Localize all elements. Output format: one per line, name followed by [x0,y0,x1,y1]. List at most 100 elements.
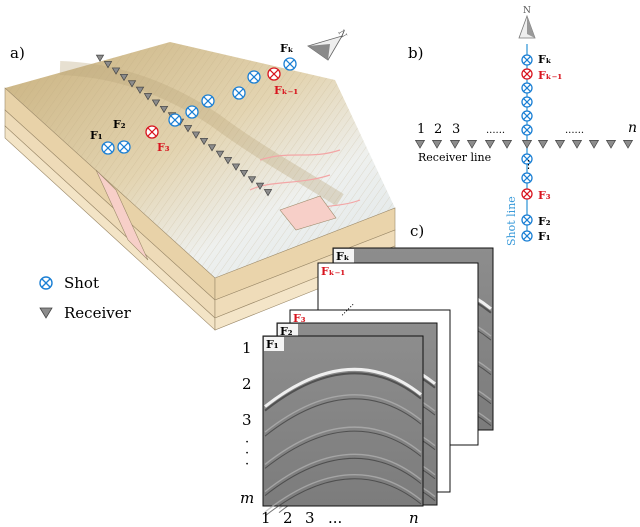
receiver-marker [191,131,201,139]
terrain-ridge [59,61,344,206]
shot-b-label-f1: F₁ [538,230,551,243]
receiver-marker [199,137,209,146]
receiver-marker [263,189,273,197]
shot-label-f3: F₃ [157,141,170,154]
north-label-a: N [335,29,348,41]
legend-receiver-icon [39,307,53,319]
legend-receiver-label: Receiver [64,304,132,322]
seismic-frame-label: Fₖ₋₁ [321,265,345,278]
receiver-marker [255,182,265,190]
shot-label-fk1: Fₖ₋₁ [274,84,298,97]
receiver-marker [605,140,617,149]
row-label-dot-2: · [245,446,249,461]
receiver-marker [554,140,566,149]
shot-line-label: Shot line [505,196,518,246]
panel-a-block: N [4,29,396,331]
panel-c-label: c) [410,222,424,240]
receiver-dots-right: ...... [565,125,584,136]
col-label-1: 1 [261,509,271,527]
north-arrow-b [518,14,536,39]
legend-shot-icon [39,276,53,290]
receiver-marker [501,140,513,149]
shot-marker [283,57,297,71]
receiver-line-b [414,140,634,149]
row-label-dot-1: · [245,435,249,450]
fault-plane-right [279,195,337,231]
shot-marker [521,68,533,80]
shot-marker [521,82,533,94]
receiver-marker [588,140,600,149]
north-label-b: N [523,6,531,16]
shot-marker [521,96,533,108]
panel-a-label: a) [10,44,25,62]
shot-marker [521,172,533,184]
legend-shot-label: Shot [64,274,99,292]
receiver-marker [111,67,121,75]
row-labels: 1 2 3 · · · m [240,339,254,507]
receiver-dots-left: ...... [486,125,505,136]
legend: Shot Receiver [39,274,132,322]
row-label-dot-3: · [245,457,249,472]
shot-marker [247,70,261,84]
shot-marker [168,113,182,127]
receiver-marker [431,140,443,149]
receiver-number-3: 3 [452,122,460,137]
shot-b-label-f2: F₂ [538,215,551,228]
shot-b-label-fk1: Fₖ₋₁ [538,69,562,82]
row-label-1: 1 [242,339,252,357]
receiver-marker [223,157,233,165]
shot-marker [201,94,215,108]
receiver-marker [231,163,241,171]
receiver-marker [239,169,249,178]
shot-label-f1: F₁ [90,129,103,142]
seismic-frame-label: Fₖ [336,250,350,263]
shot-marker [521,188,533,200]
receiver-number-n: n [628,120,637,136]
shot-label-f2: F₂ [113,118,126,131]
shot-marker [521,124,533,136]
shot-marker [101,141,115,155]
shot-marker [185,105,199,119]
receiver-marker [571,140,583,149]
shot-marker [145,125,159,139]
receiver-marker [135,86,145,94]
receiver-marker [143,93,153,101]
seismic-frame: F₁ [262,335,424,517]
fault-plane-left [95,169,149,261]
receiver-marker [207,144,217,152]
seismic-frame-label: F₁ [266,338,279,351]
row-label-3: 3 [242,411,252,429]
receiver-marker [466,140,478,149]
receiver-marker [537,140,549,149]
receiver-marker [119,73,129,82]
col-label-ellipsis: ... [328,509,342,527]
shot-b-label-f3: F₃ [538,189,551,202]
receiver-marker [484,140,496,149]
receiver-marker [414,140,426,149]
shot-marker [117,140,131,154]
receiver-line-label: Receiver line [418,151,491,164]
panel-b-label: b) [408,44,423,62]
shot-line-a [101,57,297,155]
receiver-number-1: 1 [417,122,425,137]
receiver-marker [127,80,137,88]
col-label-3: 3 [305,509,315,527]
shot-marker [521,153,533,165]
shot-b-label-fk: Fₖ [538,53,552,66]
col-labels: 1 2 3 ... n [261,509,419,527]
seismic-frame-label: F₃ [293,312,306,325]
col-label-n: n [409,509,419,527]
col-label-2: 2 [283,509,293,527]
receiver-marker [151,99,161,107]
shot-label-fk: Fₖ [280,42,294,55]
row-label-m: m [240,489,254,507]
receiver-marker [103,61,113,69]
shot-marker [267,67,281,81]
seismic-frame-label: F₂ [280,325,293,338]
row-label-2: 2 [242,375,252,393]
shot-vertical-dots: ⋮ [523,158,534,171]
receiver-marker [215,150,225,158]
shot-marker [521,54,533,66]
north-arrow-a [307,35,343,61]
